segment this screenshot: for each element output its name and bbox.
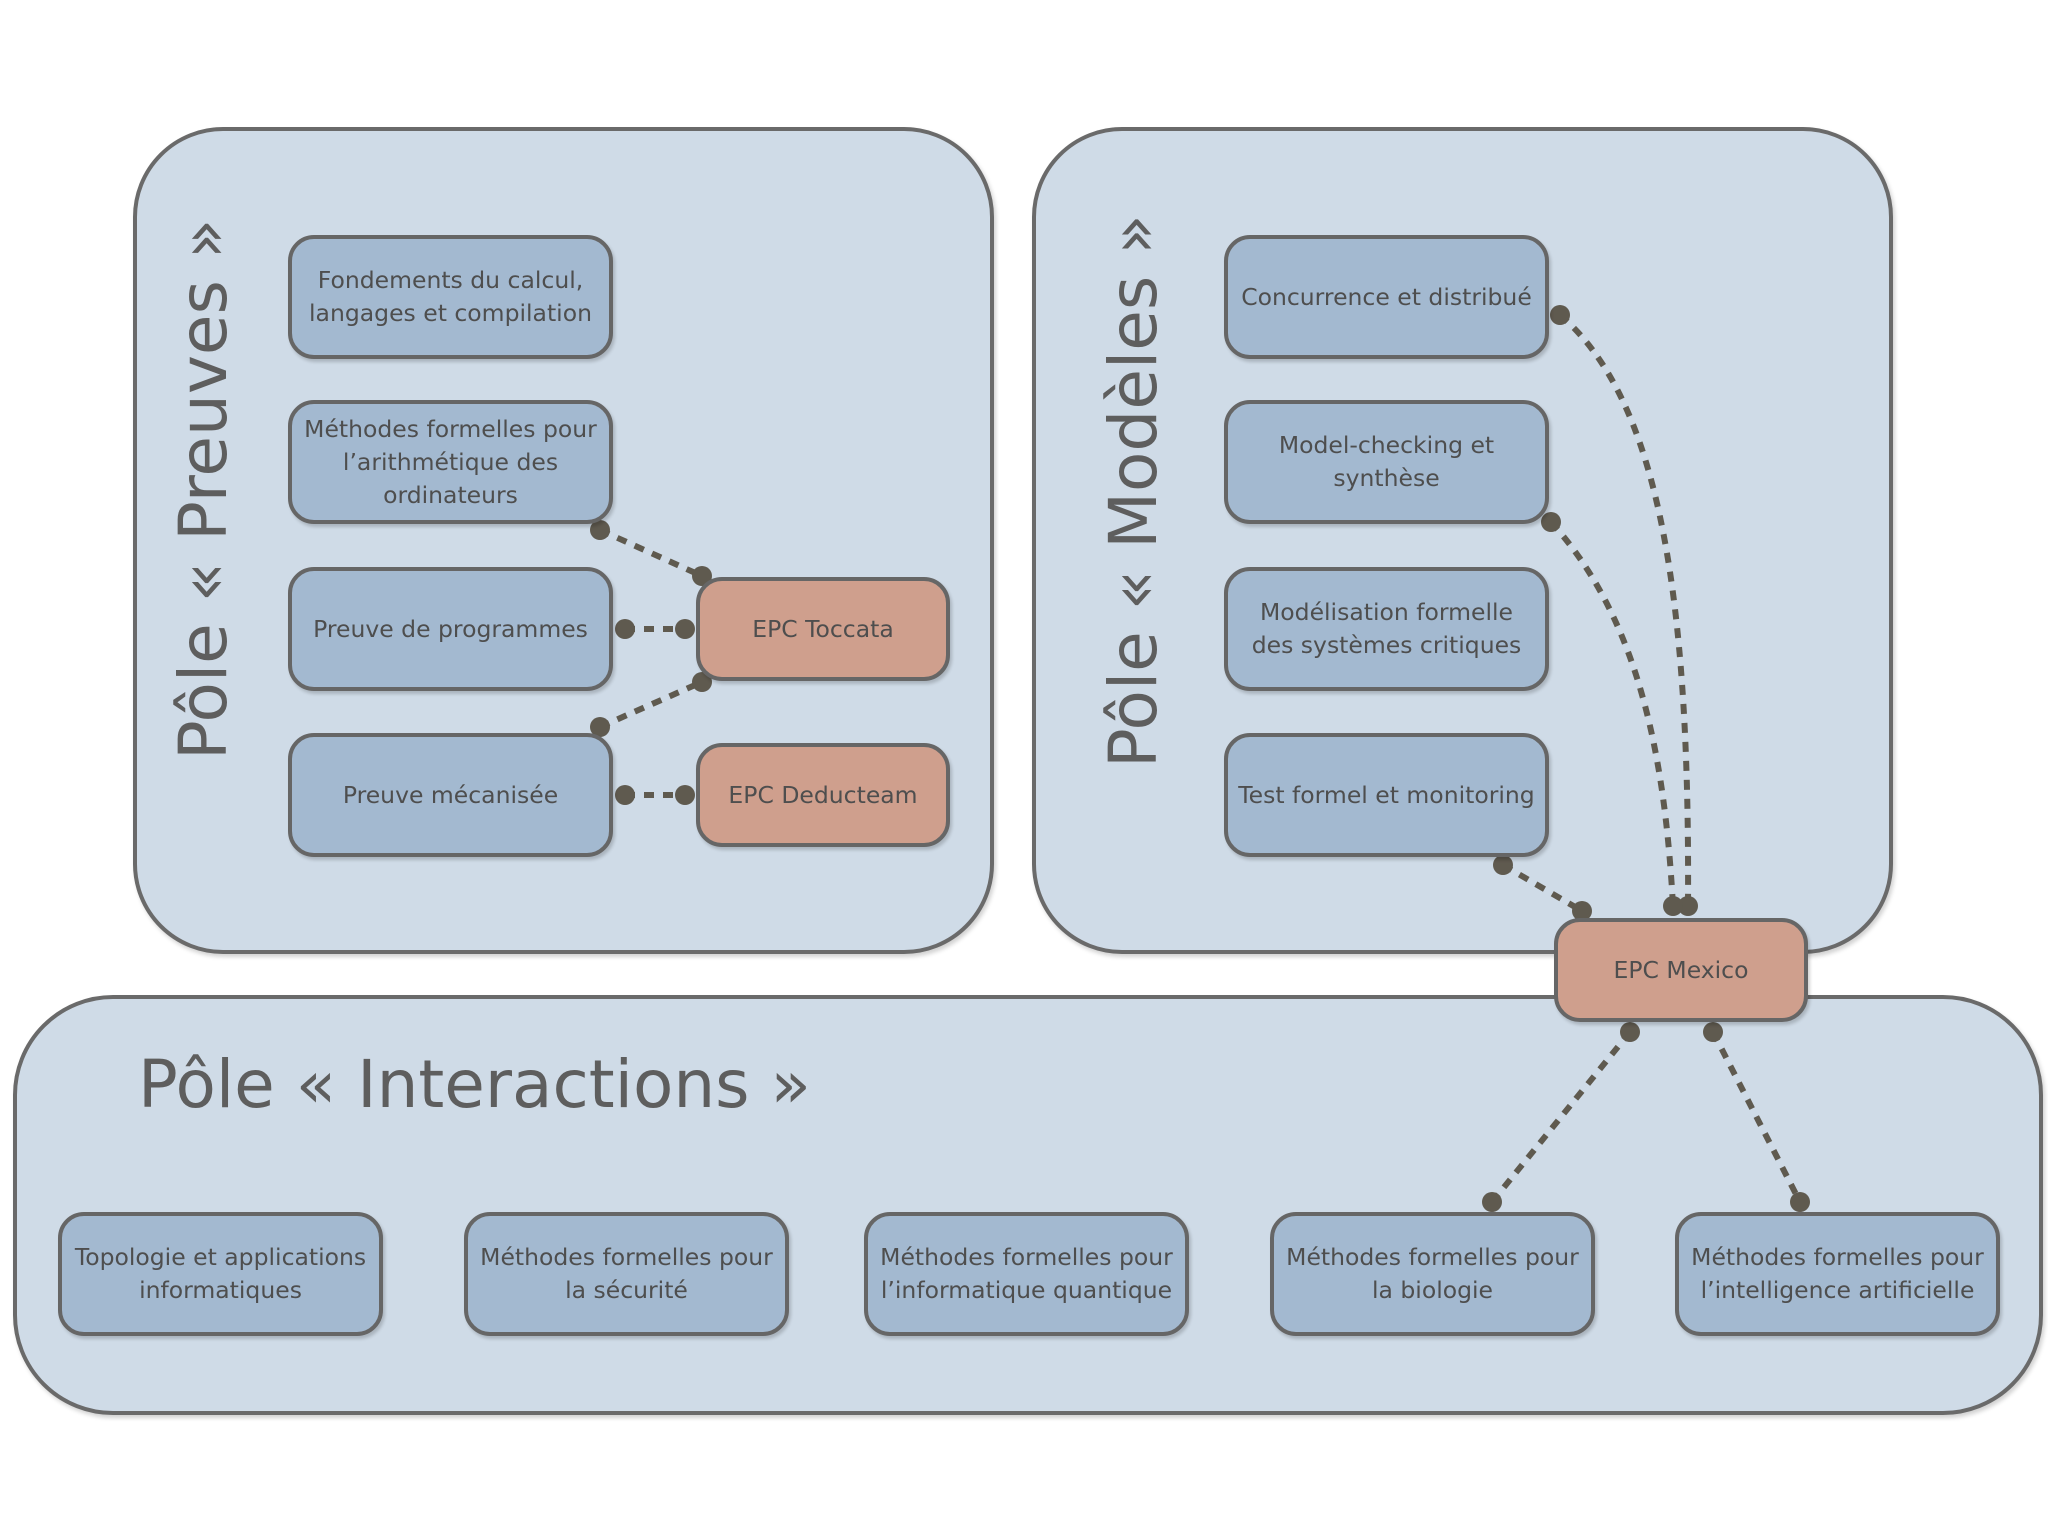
pole-interactions-container — [13, 995, 2043, 1415]
epc-mexico: EPC Mexico — [1554, 918, 1808, 1022]
pole-modeles-title: Pôle « Modèles » — [1095, 214, 1172, 768]
topic-fondements-calcul: Fondements du calcul, langages et compil… — [288, 235, 613, 359]
pole-interactions-title: Pôle « Interactions » — [138, 1046, 811, 1123]
topic-topologie-applications: Topologie et applications informatiques — [58, 1212, 383, 1336]
topic-informatique-quantique: Méthodes formelles pour l’informatique q… — [864, 1212, 1189, 1336]
topic-intelligence-artificielle: Méthodes formelles pour l’intelligence a… — [1675, 1212, 2000, 1336]
pole-preuves-title: Pôle « Preuves » — [165, 218, 242, 760]
topic-arithmetique-ordinateurs: Méthodes formelles pour l’arithmétique d… — [288, 400, 613, 524]
topic-modelisation-systemes-critiques: Modélisation formelle des systèmes criti… — [1224, 567, 1549, 691]
epc-toccata: EPC Toccata — [696, 577, 950, 681]
epc-deducteam: EPC Deducteam — [696, 743, 950, 847]
topic-test-formel-monitoring: Test formel et monitoring — [1224, 733, 1549, 857]
topic-concurrence-distribue: Concurrence et distribué — [1224, 235, 1549, 359]
topic-preuve-mecanisee: Preuve mécanisée — [288, 733, 613, 857]
topic-preuve-programmes: Preuve de programmes — [288, 567, 613, 691]
topic-model-checking: Model-checking et synthèse — [1224, 400, 1549, 524]
topic-biologie: Méthodes formelles pour la biologie — [1270, 1212, 1595, 1336]
topic-securite: Méthodes formelles pour la sécurité — [464, 1212, 789, 1336]
